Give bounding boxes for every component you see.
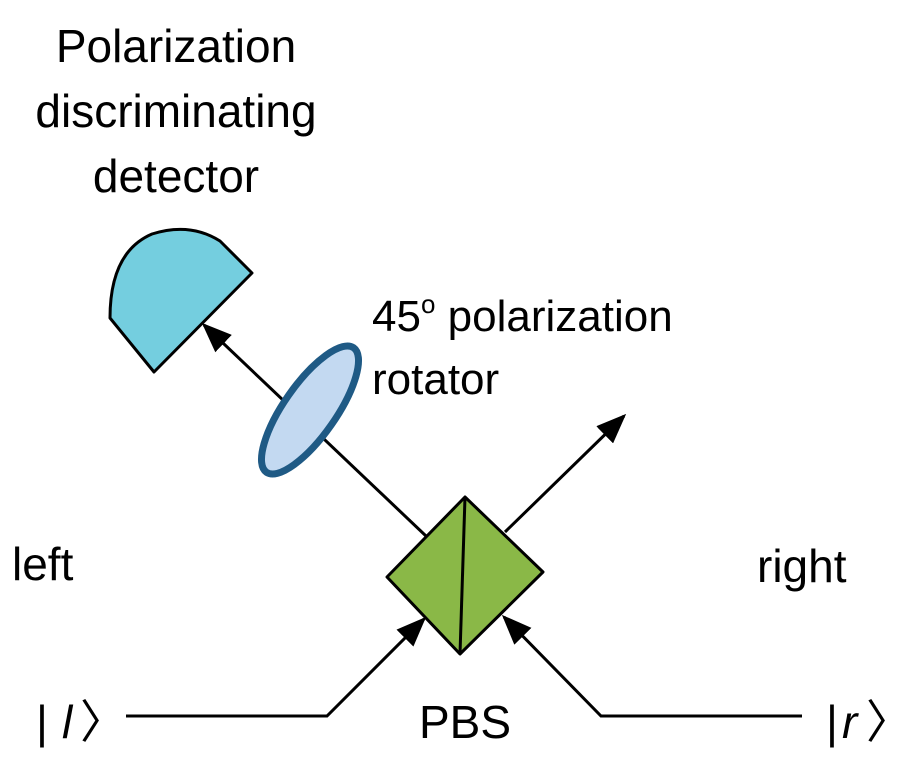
input-beam-left: [126, 616, 427, 718]
detector-title-line-2: discriminating: [35, 85, 316, 137]
rotator-label-line-2: rotator: [372, 355, 499, 404]
rotator-label: 45o polarization rotator: [372, 289, 673, 404]
input-beam-right: [501, 614, 802, 718]
detector-title-line-3: detector: [93, 150, 259, 202]
left-ket-bracket: 〉: [80, 696, 126, 748]
detector-title: Polarization discriminating detector: [35, 20, 316, 202]
detector-title-line-1: Polarization: [56, 20, 296, 72]
pbs-label: PBS: [419, 696, 511, 748]
pbs-cube: [385, 495, 545, 656]
left-ket-bar: |: [36, 696, 48, 748]
polarization-detector: [108, 227, 254, 374]
pbs-split-line: [458, 496, 467, 655]
right-ket-bracket: 〉: [866, 696, 904, 748]
right-ket-bar: |: [826, 696, 838, 748]
left-input-ket: | l 〉: [36, 696, 126, 748]
rotator-angle: 45: [372, 292, 421, 341]
right-side-label: right: [757, 540, 847, 592]
left-side-label: left: [12, 538, 74, 590]
right-input-ket: | r 〉: [826, 696, 904, 748]
rotator-label-line-1: 45o polarization: [372, 289, 673, 341]
left-ket-symbol: l: [62, 696, 74, 748]
rotator-degree-mark: o: [421, 289, 435, 319]
right-ket-symbol: r: [842, 696, 859, 748]
beam-right-output: [503, 413, 627, 534]
polarization-rotator: [257, 342, 363, 478]
rotator-label-rest: polarization: [435, 292, 672, 341]
